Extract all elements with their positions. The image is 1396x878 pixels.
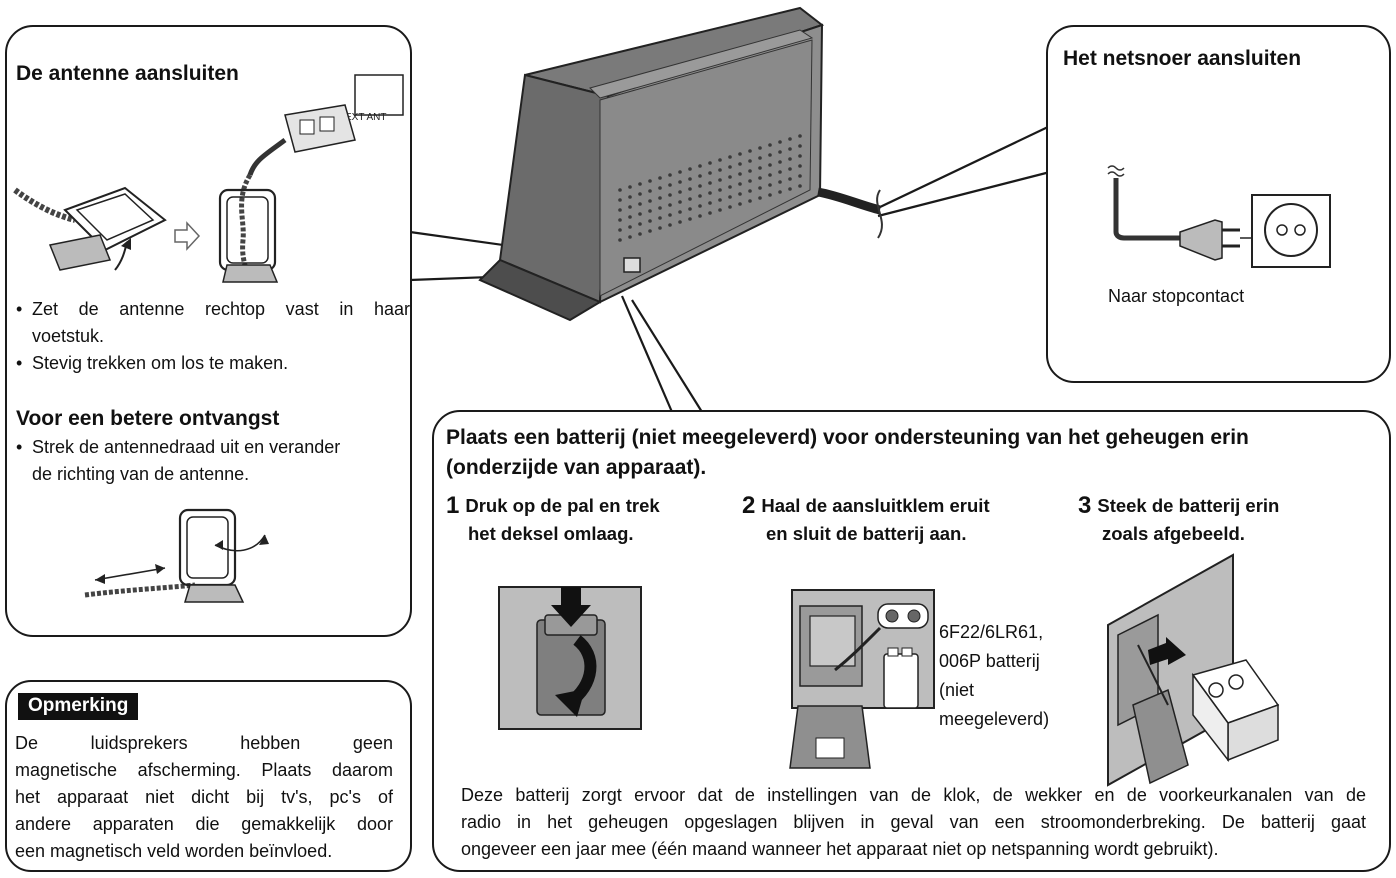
vent-holes: [618, 134, 802, 242]
power-title: Het netsnoer aansluiten: [1063, 47, 1302, 70]
antenna-bullet-1-line1: Zet de antenne rechtop vast in haar: [32, 299, 410, 319]
antenna-assembly-figure: EXT ANT: [13, 74, 404, 283]
step-1-figure: [498, 586, 642, 730]
step-1-number: 1: [446, 492, 460, 519]
battery-footer-line2: radio in het geheugen opgeslagen blijven…: [461, 812, 1366, 832]
ext-ant-label: EXT ANT: [345, 112, 387, 123]
antenna-bullet-1: Zet de antenne rechtop vast in haar voet…: [16, 296, 410, 350]
note-word: geen: [352, 733, 393, 753]
step-3-number: 3: [1078, 492, 1092, 519]
reception-bullet-line2: de richting van de antenne.: [32, 464, 250, 484]
step-1-line1: Druk op de pal en trek: [465, 495, 660, 516]
reception-title: Voor een betere ontvangst: [16, 407, 280, 430]
step-2-number: 2: [742, 492, 756, 519]
note-line-2: magnetische afscherming. Plaats daarom: [15, 760, 393, 780]
power-caption: Naar stopcontact: [1108, 286, 1245, 306]
battery-type-line4: meegeleverd): [939, 709, 1050, 729]
antenna-title: De antenne aansluiten: [16, 62, 239, 85]
battery-type-label: 6F22/6LR61, 006P batterij (niet meegelev…: [939, 618, 1049, 734]
reception-bullet-line1: Strek de antennedraad uit en verander: [32, 437, 341, 457]
power-panel: [1046, 25, 1391, 383]
step-3-figure: [1107, 553, 1280, 787]
step-1-line2: het deksel omlaag.: [468, 523, 634, 544]
step-2-line2: en sluit de batterij aan.: [766, 523, 967, 544]
antenna-bullet-2-text: Stevig trekken om los te maken.: [32, 353, 289, 373]
antenna-jack: [623, 257, 641, 273]
power-plug-figure: [1107, 165, 1331, 268]
antenna-bullet-2: Stevig trekken om los te maken.: [16, 350, 410, 377]
antenna-direction-figure: [84, 508, 269, 603]
note-text: De luidsprekers hebben geen magnetische …: [15, 730, 393, 865]
battery-footer-text: Deze batterij zorgt ervoor dat de instel…: [461, 782, 1366, 863]
note-line-3: het apparaat niet dicht bij tv's, pc's o…: [15, 787, 393, 807]
step-3-line1: Steek de batterij erin: [1097, 495, 1280, 516]
step-2-line1: Haal de aansluitklem eruit: [761, 495, 990, 516]
note-word: De: [15, 733, 39, 753]
note-word: luidsprekers: [90, 733, 188, 753]
note-word: hebben: [240, 733, 301, 753]
battery-title-line2: (onderzijde van apparaat).: [446, 456, 707, 479]
note-line-1: De luidsprekers hebben geen: [15, 730, 393, 757]
battery-type-line1: 6F22/6LR61,: [939, 622, 1044, 642]
battery-type-line2: 006P batterij: [939, 651, 1040, 671]
step-3-line2: zoals afgebeeld.: [1102, 523, 1245, 544]
battery-type-line3: (niet: [939, 680, 975, 700]
note-label: Opmerking: [18, 693, 139, 720]
battery-footer-line3: ongeveer een jaar mee (één maand wanneer…: [461, 839, 1219, 859]
note-line-4: andere apparaten die gemakkelijk door: [15, 814, 393, 834]
note-line-5: een magnetisch veld worden beïnvloed.: [15, 841, 333, 861]
battery-footer-line1: Deze batterij zorgt ervoor dat de instel…: [461, 785, 1366, 805]
battery-title-line1: Plaats een batterij (niet meegeleverd) v…: [446, 426, 1249, 449]
reception-bullet: Strek de antennedraad uit en verander de…: [16, 434, 410, 488]
step-2-figure: [789, 589, 935, 769]
antenna-bullet-1-line2: voetstuk.: [32, 326, 105, 346]
callout-lines: [409, 125, 1051, 413]
